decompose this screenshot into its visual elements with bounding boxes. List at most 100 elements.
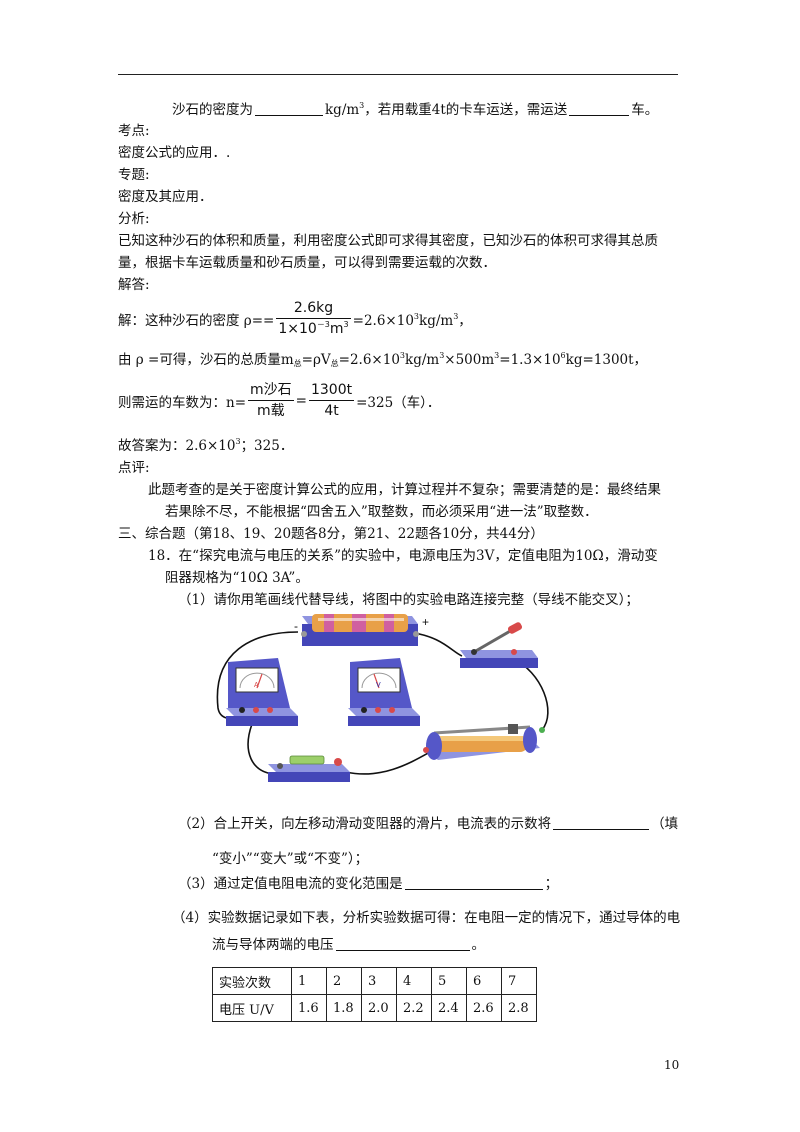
table-cell: 2 <box>326 967 362 995</box>
text: ，若用载重4t的卡车运送，需运送 <box>364 102 568 118</box>
table-cell: 1 <box>291 967 327 995</box>
text: ， <box>458 312 472 329</box>
experiment-data-table: 实验次数 1 2 3 4 5 6 7 电压 U/V 1.6 1.8 2.0 2.… <box>212 967 537 1022</box>
answer-blank-ammeter-change[interactable] <box>553 816 650 830</box>
table-header-row: 实验次数 1 2 3 4 5 6 7 <box>212 967 537 995</box>
text: 车。 <box>631 102 659 118</box>
text: kg/m <box>419 312 454 329</box>
zhuanti-text: 密度及其应用． <box>118 189 213 205</box>
text: ； <box>544 876 559 892</box>
dianping-line2: 若果除不尽，不能根据“四舍五入”取整数，而必须采用“进一法”取整数． <box>165 504 598 520</box>
text: =2.6×10 <box>352 312 414 329</box>
text: = <box>295 392 307 409</box>
text: ×500m <box>444 352 495 368</box>
jieda-label: 解答: <box>118 277 150 293</box>
answer-blank-relationship[interactable] <box>335 937 470 951</box>
final-answer: 故答案为：2.6×103；325． <box>118 436 293 456</box>
solution-total-mass: 由 ρ =可得，沙石的总质量m总=ρV总=2.6×103kg/m3×500m3=… <box>118 350 647 370</box>
text: m <box>329 321 344 337</box>
answer-blank-density[interactable] <box>255 102 323 116</box>
q18-part1: （1）请你用笔画线代替导线，将图中的实验电路连接完整（导线不能交叉）； <box>178 592 639 608</box>
table-cell: 2.8 <box>501 994 537 1022</box>
sup: 3 <box>235 437 241 446</box>
zhuanti-label: 专题: <box>118 167 150 183</box>
sup: 3 <box>494 351 500 360</box>
table-row: 电压 U/V 1.6 1.8 2.0 2.2 2.4 2.6 2.8 <box>212 994 537 1022</box>
battery-plus-label: + <box>422 615 429 629</box>
sup: 6 <box>560 351 566 360</box>
battery-minus-label: - <box>294 619 298 633</box>
fixed-resistor <box>268 755 350 782</box>
table-cell: 7 <box>501 967 537 995</box>
table-cell: 实验次数 <box>212 967 292 995</box>
mass-ratio-fraction: m沙石 m载 <box>248 380 294 421</box>
section-heading: 三、综合题（第18、19、20题各8分，第21、22题各10分，共44分） <box>118 526 544 542</box>
density-fraction: 2.6kg 1×10－3m3 <box>276 298 351 339</box>
circuit-diagram: - + A V <box>216 614 549 782</box>
text: 由 ρ =可得，沙石的总质量m <box>118 352 294 368</box>
fenxi-line2: 量，根据卡车运载质量和砂石质量，可以得到需要运载的次数． <box>118 255 496 271</box>
q18-stem-line2: 阻器规格为“10Ω 3A”。 <box>165 570 309 586</box>
text: 故答案为：2.6×10 <box>118 438 236 454</box>
q18-part4-line1: （4）实验数据记录如下表，分析实验数据可得：在电阻一定的情况下，通过导体的电 <box>172 910 681 926</box>
table-cell: 3 <box>361 967 397 995</box>
text: =ρV <box>301 352 331 368</box>
text: （填 <box>651 816 679 832</box>
table-cell: 2.4 <box>431 994 467 1022</box>
wire-switch-rheostat <box>511 657 549 731</box>
fraction-denominator: m载 <box>257 403 285 419</box>
table-cell: 6 <box>466 967 502 995</box>
text: kg/m <box>405 352 440 368</box>
sub: 总 <box>293 359 302 368</box>
battery-box: - + <box>294 614 429 646</box>
fraction-denominator: 1×10－3m3 <box>276 319 350 339</box>
table-cell: 2.2 <box>396 994 432 1022</box>
table-cell: 电压 U/V <box>212 994 292 1022</box>
table-cell: 5 <box>431 967 467 995</box>
table-cell: 2.6 <box>466 994 502 1022</box>
sup: 3 <box>453 311 459 321</box>
answer-blank-trucks[interactable] <box>569 102 630 116</box>
sup: －3 <box>316 320 330 329</box>
q18-part4-line2: 流与导体两端的电压。 <box>212 935 485 955</box>
text: kg=1300t， <box>565 352 648 368</box>
wire-ammeter-resistor <box>247 723 275 775</box>
q18-part3: （3）通过定值电阻电流的变化范围是 ； <box>178 874 558 894</box>
text: （3）通过定值电阻电流的变化范围是 <box>178 876 403 892</box>
fenxi-label: 分析: <box>118 211 150 227</box>
fenxi-line1: 已知这种沙石的体积和质量，利用密度公式即可求得其密度，已知沙石的体积可求得其总质 <box>118 233 658 249</box>
text: kg/m <box>325 102 360 118</box>
answer-blank-current-range[interactable] <box>404 876 543 890</box>
fraction-numerator: m沙石 <box>248 380 294 401</box>
kaodian-label: 考点: <box>118 123 150 139</box>
text: =325（车）． <box>356 394 441 411</box>
header-rule <box>118 74 678 75</box>
table-cell: 4 <box>396 967 432 995</box>
sup: 3 <box>413 311 420 321</box>
ammeter-letter: A <box>254 682 259 689</box>
density-result: =2.6×103kg/m3， <box>353 309 472 329</box>
switch[interactable] <box>460 621 538 668</box>
q18-part2-line1: （2）合上开关，向左移动滑动变阻器的滑片，电流表的示数将 （填 <box>178 814 678 834</box>
dianping-label: 点评: <box>118 460 150 476</box>
q18-part2-line2: “变小”“变大”或“不变”）； <box>212 851 369 867</box>
voltmeter: V <box>348 658 420 726</box>
solution-density: 解：这种沙石的密度 ρ== 2.6kg 1×10－3m3 =2.6×103kg/… <box>118 298 472 339</box>
sup: 3 <box>343 320 349 329</box>
value-ratio-fraction: 1300t 4t <box>308 380 355 421</box>
text: 沙石的密度为 <box>172 102 253 118</box>
text: ；325． <box>240 438 294 454</box>
ammeter: A <box>226 658 298 726</box>
kaodian-text: 密度公式的应用．. <box>118 145 231 161</box>
text: 。 <box>471 937 486 953</box>
sup: 3 <box>399 351 406 360</box>
page-number: 10 <box>664 1058 680 1072</box>
table-cell: 1.6 <box>291 994 327 1022</box>
voltmeter-letter: V <box>376 682 381 689</box>
text: （2）合上开关，向左移动滑动变阻器的滑片，电流表的示数将 <box>178 816 552 832</box>
q18-stem-line1: 18．在“探究电流与电压的关系”的实验中，电源电压为3V，定值电阻为10Ω，滑动… <box>148 548 658 564</box>
wire-resistor-rheostat <box>345 751 431 775</box>
table-cell: 1.8 <box>326 994 362 1022</box>
text: 解：这种沙石的密度 ρ== <box>118 312 275 329</box>
